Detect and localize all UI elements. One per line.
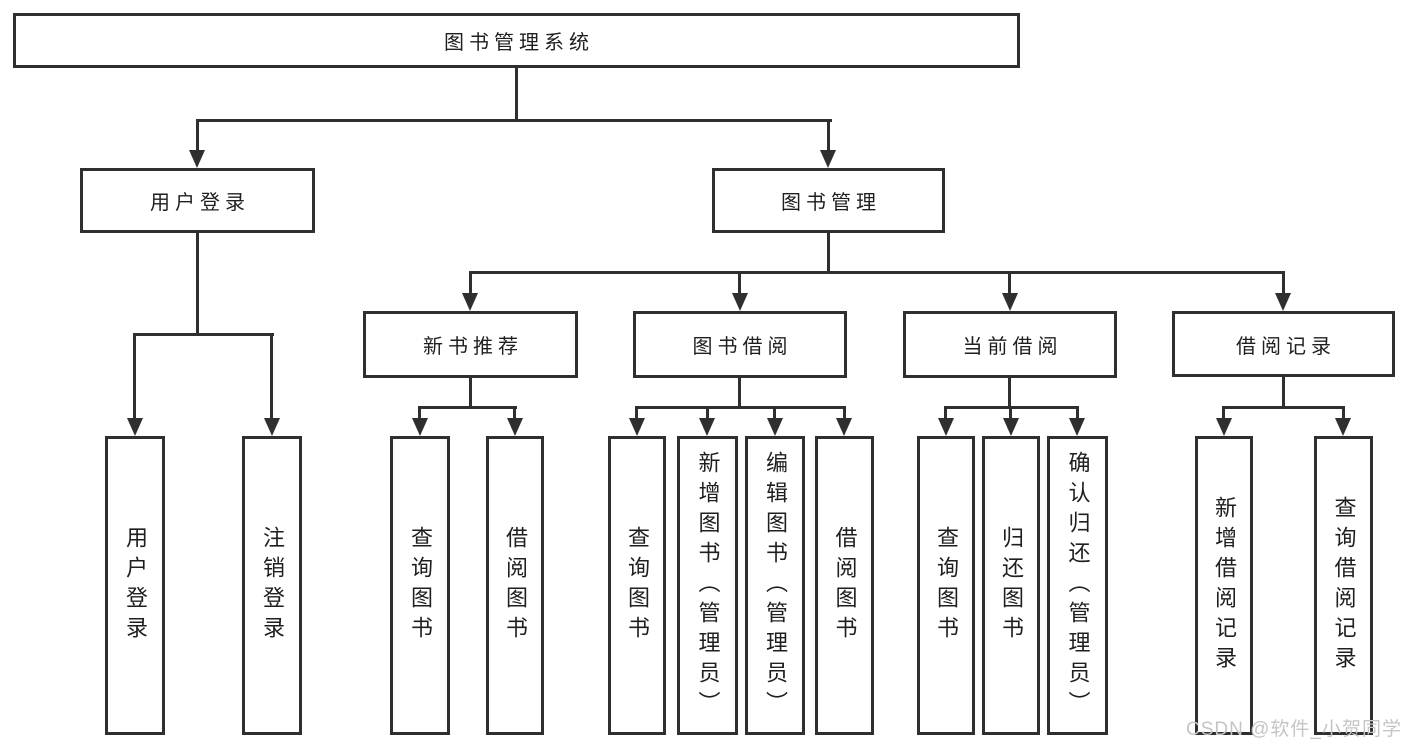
connector-line xyxy=(270,333,273,420)
node-label: 图书管理 xyxy=(781,192,881,214)
watermark: CSDN @软件_小贺同学 xyxy=(1186,719,1402,740)
arrowhead-down-icon xyxy=(629,418,645,436)
node-book-borrowing: 图书借阅 xyxy=(633,311,847,378)
node-label: 借阅图书 xyxy=(832,525,858,646)
connector-line xyxy=(738,271,741,296)
connector-line xyxy=(738,377,741,408)
leaf-confirm-return-admin: 确认归还（管理员） xyxy=(1047,436,1108,735)
connector-line xyxy=(469,271,472,296)
node-label: 图书借阅 xyxy=(692,336,793,358)
node-root: 图书管理系统 xyxy=(13,13,1020,68)
node-label: 借阅图书 xyxy=(503,525,528,646)
node-label: 归还图书 xyxy=(999,525,1024,646)
node-label: 查询图书 xyxy=(625,525,650,646)
leaf-edit-books-admin: 编辑图书（管理员） xyxy=(745,436,805,735)
leaf-query-books-current: 查询图书 xyxy=(917,436,975,735)
node-label: 用户登录 xyxy=(123,525,148,646)
node-new-book-recommend: 新书推荐 xyxy=(363,311,578,378)
arrowhead-down-icon xyxy=(1003,418,1019,436)
node-current-borrowing: 当前借阅 xyxy=(903,311,1117,378)
arrowhead-down-icon xyxy=(732,293,748,311)
node-borrowing-records: 借阅记录 xyxy=(1172,311,1395,377)
connector-line xyxy=(418,406,517,409)
arrowhead-down-icon xyxy=(836,418,852,436)
arrowhead-down-icon xyxy=(462,293,478,311)
node-label: 查询借阅记录 xyxy=(1331,495,1357,676)
connector-line xyxy=(196,119,832,122)
leaf-borrow-books-recommend: 借阅图书 xyxy=(486,436,544,735)
node-label: 注销登录 xyxy=(260,525,285,646)
node-label: 编辑图书（管理员） xyxy=(763,450,788,721)
connector-line xyxy=(1282,376,1285,408)
connector-line xyxy=(1076,406,1079,420)
connector-line xyxy=(843,406,846,420)
node-label: 图书管理系统 xyxy=(444,32,594,54)
connector-line xyxy=(1222,406,1345,409)
arrowhead-down-icon xyxy=(820,150,836,168)
connector-line xyxy=(515,67,518,121)
leaf-borrow-books-borrowing: 借阅图书 xyxy=(815,436,874,735)
arrowhead-down-icon xyxy=(1069,418,1085,436)
node-label: 借阅记录 xyxy=(1236,335,1336,358)
node-label: 当前借阅 xyxy=(962,336,1063,358)
arrowhead-down-icon xyxy=(767,418,783,436)
connector-line xyxy=(513,406,516,420)
connector-line xyxy=(1009,406,1012,420)
connector-line xyxy=(706,406,709,420)
node-label: 新书推荐 xyxy=(423,336,523,358)
arrowhead-down-icon xyxy=(264,418,280,436)
leaf-add-borrow-record: 新增借阅记录 xyxy=(1195,436,1253,735)
leaf-return-books: 归还图书 xyxy=(982,436,1040,735)
leaf-add-books-admin: 新增图书（管理员） xyxy=(677,436,738,735)
arrowhead-down-icon xyxy=(1216,418,1232,436)
connector-line xyxy=(1222,406,1225,420)
connector-line xyxy=(635,406,846,409)
node-label: 新增图书（管理员） xyxy=(695,450,721,721)
leaf-query-books-recommend: 查询图书 xyxy=(390,436,450,735)
connector-line xyxy=(635,406,638,420)
arrowhead-down-icon xyxy=(1002,293,1018,311)
arrowhead-down-icon xyxy=(938,418,954,436)
connector-line xyxy=(196,119,199,151)
leaf-query-borrow-record: 查询借阅记录 xyxy=(1314,436,1373,735)
leaf-user-login: 用户登录 xyxy=(105,436,165,735)
node-label: 查询图书 xyxy=(408,525,433,646)
arrowhead-down-icon xyxy=(507,418,523,436)
connector-line xyxy=(469,377,472,408)
node-book-management: 图书管理 xyxy=(712,168,945,233)
connector-line xyxy=(469,271,1284,274)
arrowhead-down-icon xyxy=(127,418,143,436)
node-label: 确认归还（管理员） xyxy=(1065,450,1091,721)
connector-line xyxy=(1282,271,1285,296)
node-label: 查询图书 xyxy=(934,525,959,646)
connector-line xyxy=(773,406,776,420)
arrowhead-down-icon xyxy=(1335,418,1351,436)
node-label: 用户登录 xyxy=(150,192,250,214)
connector-line xyxy=(1008,271,1011,296)
arrowhead-down-icon xyxy=(1275,293,1291,311)
node-label: 新增借阅记录 xyxy=(1212,495,1237,676)
leaf-logout-login: 注销登录 xyxy=(242,436,302,735)
arrowhead-down-icon xyxy=(699,418,715,436)
connector-line xyxy=(196,232,199,336)
arrowhead-down-icon xyxy=(189,150,205,168)
connector-line xyxy=(418,406,421,420)
connector-line xyxy=(133,333,136,420)
connector-line xyxy=(133,333,274,336)
arrowhead-down-icon xyxy=(412,418,428,436)
connector-line xyxy=(827,232,830,273)
connector-line xyxy=(944,406,947,420)
connector-line xyxy=(1342,406,1345,420)
connector-line xyxy=(827,119,830,151)
leaf-query-books-borrowing: 查询图书 xyxy=(608,436,666,735)
connector-line xyxy=(1008,377,1011,408)
node-user-login: 用户登录 xyxy=(80,168,315,233)
